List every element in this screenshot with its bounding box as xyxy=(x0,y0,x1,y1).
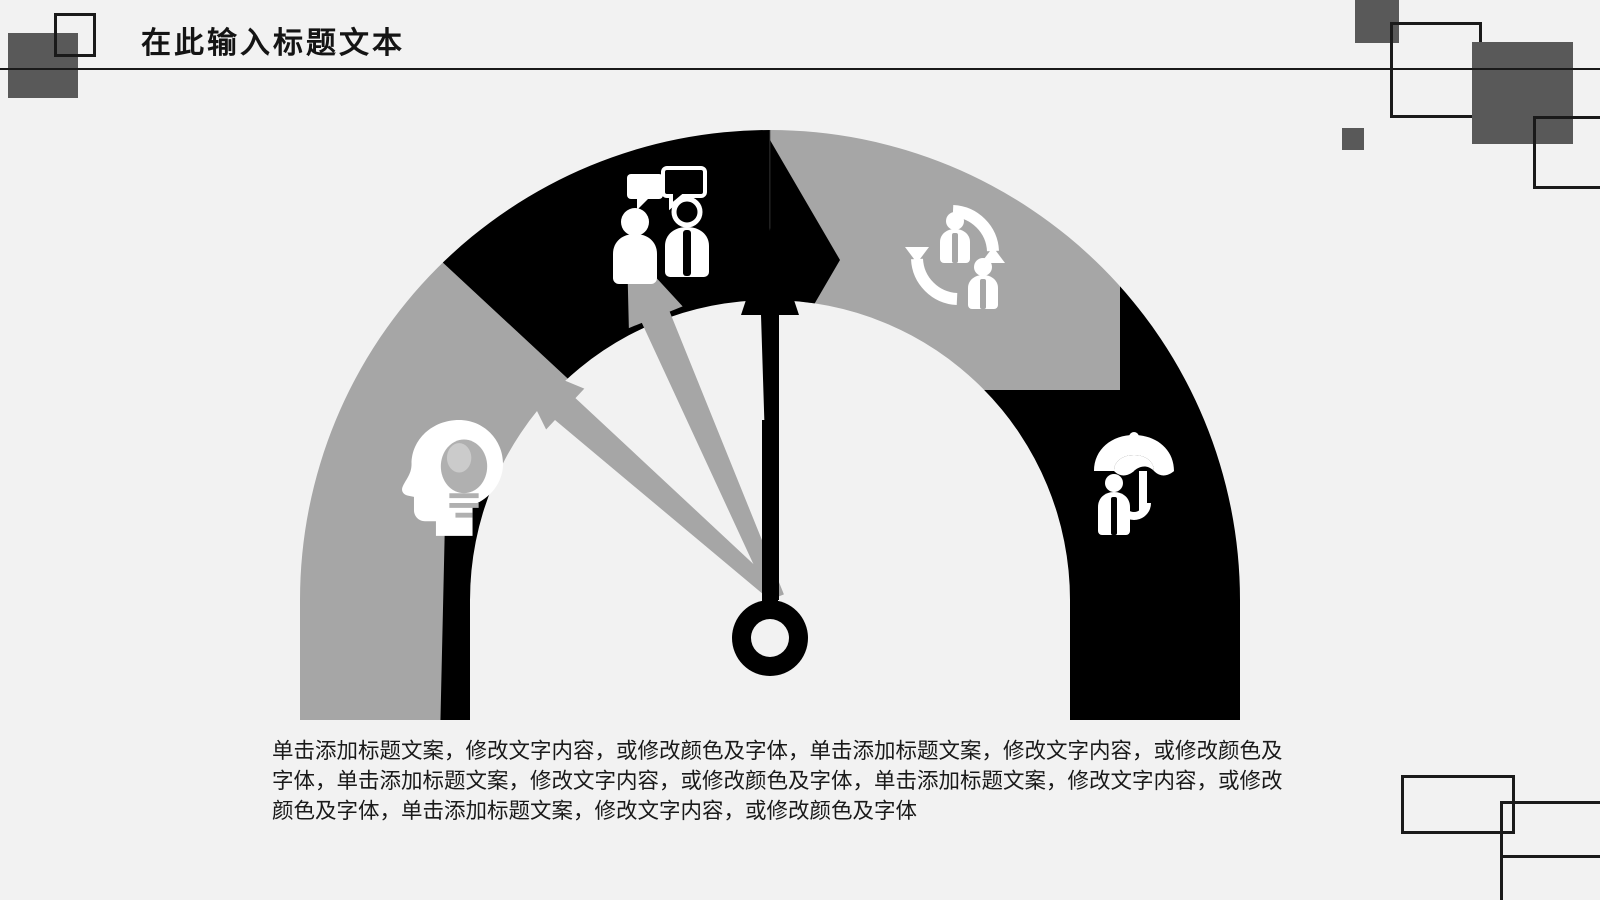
gauge-center-hairline xyxy=(769,130,771,300)
deco-square-top-right-b xyxy=(1472,42,1573,144)
gauge-needle-1 xyxy=(511,358,781,600)
head-lightbulb-icon xyxy=(402,420,504,536)
gauge-needle-2 xyxy=(626,245,784,600)
page-title: 在此输入标题文本 xyxy=(141,26,405,61)
gauge-chart xyxy=(280,120,1260,720)
deco-outline-rect-bottom-right-b xyxy=(1500,801,1600,858)
deco-vertical-line-bottom-right xyxy=(1500,826,1503,900)
header-divider-line xyxy=(0,68,1600,70)
deco-square-top-left xyxy=(8,33,78,98)
deco-outline-square-top-right xyxy=(1390,22,1482,118)
body-paragraph: 单击添加标题文案，修改文字内容，或修改颜色及字体，单击添加标题文案，修改文字内容… xyxy=(272,739,1283,824)
gauge-hub xyxy=(732,600,808,676)
people-exchange-icon xyxy=(905,205,1005,309)
gauge-needle-3 xyxy=(741,228,799,605)
umbrella-person-icon xyxy=(1094,432,1174,535)
people-discussion-icon xyxy=(613,166,709,284)
deco-outline-rect-bottom-right-a xyxy=(1401,775,1515,834)
deco-outline-square-top-right-b xyxy=(1533,116,1600,189)
deco-square-top-right-small xyxy=(1342,128,1364,150)
deco-outline-square-top-left xyxy=(54,13,96,57)
